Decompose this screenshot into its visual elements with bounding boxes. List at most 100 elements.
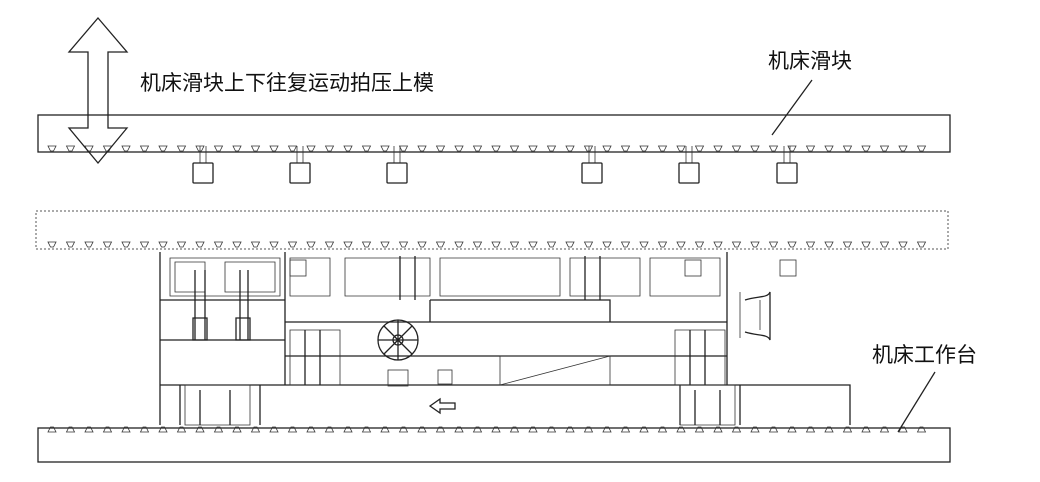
t-slot: [47, 145, 57, 152]
t-slot: [620, 426, 631, 433]
t-slot: [417, 241, 427, 248]
t-slot: [454, 426, 464, 433]
t-slot: [750, 241, 760, 248]
t-slot: [805, 145, 816, 152]
t-slot: [472, 145, 483, 152]
t-slot: [694, 426, 705, 433]
t-slot: [657, 145, 668, 152]
t-slot: [546, 145, 557, 152]
t-slot: [509, 426, 520, 433]
t-slot: [417, 426, 427, 433]
t-slot: [121, 241, 131, 248]
t-slot: [491, 145, 501, 152]
t-slot: [694, 145, 705, 152]
t-slot: [269, 241, 279, 248]
t-slot: [805, 241, 816, 248]
bed-t-slots: [47, 426, 927, 433]
t-slot: [898, 145, 908, 152]
t-slot: [324, 241, 335, 248]
t-slot: [824, 241, 834, 248]
t-slot: [879, 241, 890, 248]
t-slot: [306, 145, 316, 152]
left-arrow-icon: [428, 397, 456, 415]
t-slot: [176, 241, 187, 248]
t-slot: [657, 426, 668, 433]
t-slot: [158, 426, 168, 433]
t-slot: [639, 241, 649, 248]
t-slot: [583, 145, 594, 152]
t-slot: [768, 145, 779, 152]
t-slot: [361, 426, 372, 433]
t-slot: [139, 241, 150, 248]
t-slot: [750, 426, 760, 433]
t-slot: [491, 241, 501, 248]
t-slot: [824, 426, 834, 433]
t-slot: [472, 241, 483, 248]
t-slot: [269, 426, 279, 433]
t-slot: [47, 426, 57, 433]
t-slot: [528, 145, 538, 152]
t-slot: [842, 241, 853, 248]
t-slot: [454, 145, 464, 152]
t-slot: [787, 426, 797, 433]
table-leader-line: [897, 371, 936, 433]
t-slot: [121, 426, 131, 433]
double-vertical-arrow-icon: [67, 16, 129, 165]
upper-die-t-slots: [47, 241, 927, 248]
t-slot: [361, 241, 372, 248]
t-slot: [861, 145, 871, 152]
t-slot: [861, 241, 871, 248]
t-slot: [250, 145, 261, 152]
die-mechanism: [159, 252, 851, 426]
t-slot: [824, 145, 834, 152]
t-slot: [861, 426, 871, 433]
t-slot: [787, 241, 797, 248]
slide-ejector-pins: [192, 146, 798, 184]
t-slot: [916, 145, 927, 152]
t-slot: [398, 145, 409, 152]
t-slot: [657, 241, 668, 248]
t-slot: [343, 145, 353, 152]
t-slot: [731, 145, 742, 152]
t-slot: [139, 145, 150, 152]
t-slot: [694, 241, 705, 248]
t-slot: [491, 426, 501, 433]
t-slot: [676, 145, 686, 152]
t-slot: [232, 145, 242, 152]
t-slot: [805, 426, 816, 433]
t-slot: [158, 241, 168, 248]
slide-label: 机床滑块: [768, 49, 852, 73]
t-slot: [324, 426, 335, 433]
t-slot: [546, 241, 557, 248]
t-slot: [213, 145, 224, 152]
upper-die-plate: [35, 210, 949, 250]
pin-block: [678, 162, 700, 184]
t-slot: [380, 145, 390, 152]
slide-t-slots: [47, 145, 927, 152]
t-slot: [750, 145, 760, 152]
t-slot: [435, 241, 446, 248]
t-slot: [602, 426, 612, 433]
t-slot: [287, 241, 298, 248]
t-slot: [102, 426, 113, 433]
t-slot: [287, 145, 298, 152]
t-slot: [47, 241, 57, 248]
t-slot: [713, 426, 723, 433]
t-slot: [84, 241, 94, 248]
t-slot: [583, 426, 594, 433]
t-slot: [787, 145, 797, 152]
t-slot: [343, 426, 353, 433]
t-slot: [676, 241, 686, 248]
t-slot: [65, 241, 76, 248]
t-slot: [916, 241, 927, 248]
t-slot: [195, 426, 205, 433]
t-slot: [454, 241, 464, 248]
t-slot: [509, 145, 520, 152]
table-label: 机床工作台: [872, 343, 977, 367]
pin-block: [192, 162, 214, 184]
t-slot: [565, 145, 575, 152]
t-slot: [361, 145, 372, 152]
t-slot: [213, 426, 224, 433]
t-slot: [676, 426, 686, 433]
